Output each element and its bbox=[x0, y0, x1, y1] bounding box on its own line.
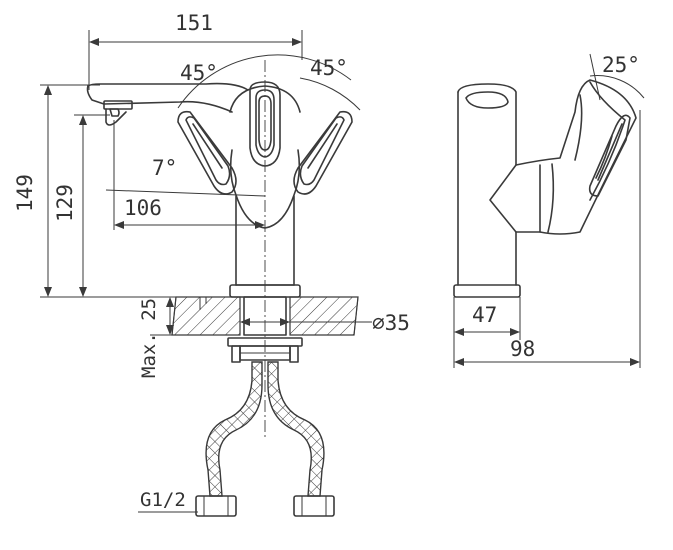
label-diameter-35: ∅35 bbox=[372, 311, 410, 335]
label-angle-7: 7° bbox=[152, 156, 177, 180]
braided-hoses bbox=[195, 361, 335, 517]
label-angle-25: 25° bbox=[602, 53, 640, 77]
side-angle: 25° bbox=[589, 53, 645, 101]
front-view: 151 149 129 45° bbox=[13, 11, 410, 517]
side-dims: 47 98 bbox=[453, 110, 641, 368]
mounting-hardware bbox=[227, 296, 303, 363]
label-connection: G1/2 bbox=[138, 489, 198, 513]
label-149: 149 bbox=[13, 174, 37, 212]
label-max-25: Max. 25 bbox=[138, 298, 160, 378]
label-106: 106 bbox=[124, 196, 162, 220]
label-g12: G1/2 bbox=[140, 489, 186, 511]
dim-spout-height: 129 bbox=[53, 114, 110, 297]
spout bbox=[86, 82, 249, 126]
label-angle-left: 45° bbox=[180, 61, 218, 85]
label-98: 98 bbox=[510, 337, 535, 361]
label-151: 151 bbox=[175, 11, 213, 35]
countertop-section bbox=[171, 296, 359, 336]
label-47: 47 bbox=[472, 303, 497, 327]
lever-right-position bbox=[293, 110, 353, 195]
side-view: 25° 47 98 bbox=[453, 53, 645, 368]
dim-spout-reach: 7° 106 bbox=[105, 120, 266, 230]
label-129: 129 bbox=[53, 184, 77, 222]
angle-arcs: 45° 45° bbox=[177, 54, 361, 111]
dim-counter-thickness: Max. 25 bbox=[138, 296, 178, 378]
dim-overall-width: 151 bbox=[88, 11, 303, 90]
faucet-head bbox=[229, 81, 301, 229]
side-handle bbox=[489, 79, 637, 235]
side-body bbox=[453, 83, 521, 298]
dim-hole-diameter: ∅35 bbox=[240, 311, 410, 335]
lever-left-position bbox=[177, 110, 237, 195]
label-angle-right: 45° bbox=[310, 56, 348, 80]
